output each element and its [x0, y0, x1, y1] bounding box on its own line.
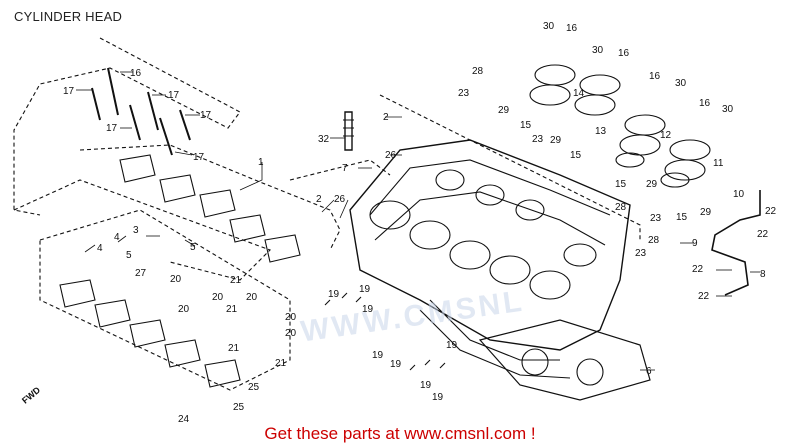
callout-labels: 16 17 17 17 17 17 1 32 7 2 26 2 26 3 4 4… — [63, 21, 777, 425]
callout-label: 20 — [178, 304, 190, 315]
callout-label: 15 — [615, 179, 627, 190]
callout-label: 8 — [760, 269, 766, 280]
callout-label: 19 — [328, 289, 340, 300]
callout-label: 9 — [692, 238, 698, 249]
callout-label: 1 — [258, 157, 264, 168]
callout-label: 5 — [190, 242, 196, 253]
callout-label: 19 — [420, 380, 432, 391]
callout-label: 20 — [170, 274, 182, 285]
callout-label: 30 — [543, 21, 555, 32]
callout-label: 3 — [133, 225, 139, 236]
callout-label: 2 — [383, 112, 389, 123]
callout-label: 15 — [520, 120, 532, 131]
callout-label: 27 — [135, 268, 147, 279]
callout-label: 21 — [275, 358, 287, 369]
callout-label: 16 — [130, 68, 142, 79]
cylinder-head-body — [349, 139, 631, 379]
callout-label: 19 — [390, 359, 402, 370]
callout-label: 23 — [532, 134, 544, 145]
callout-label: 19 — [362, 304, 374, 315]
callout-label: 22 — [698, 291, 710, 302]
callout-label: 11 — [713, 158, 724, 169]
callout-label: 19 — [359, 284, 371, 295]
head-gasket — [478, 319, 651, 401]
callout-label: 20 — [285, 328, 297, 339]
bracket-camholders-outline — [79, 144, 341, 251]
spark-plug — [343, 111, 354, 151]
callout-label: 25 — [233, 402, 245, 413]
cam-holder-bolts — [91, 67, 191, 156]
bracket-lower-outline — [39, 209, 291, 391]
leader-lines — [76, 71, 760, 371]
callout-label: 19 — [432, 392, 444, 403]
callout-label: 29 — [498, 105, 510, 116]
breather-pipe — [711, 190, 761, 296]
intake-insulators — [529, 64, 711, 188]
promo-link[interactable]: Get these parts at www.cmsnl.com ! — [264, 424, 536, 443]
callout-label: 29 — [550, 135, 562, 146]
callout-label: 20 — [246, 292, 258, 303]
callout-label: 23 — [650, 213, 662, 224]
callout-label: 26 — [334, 194, 346, 205]
callout-label: 15 — [570, 150, 582, 161]
callout-label: 12 — [660, 130, 672, 141]
callout-label: 25 — [248, 382, 260, 393]
callout-label: 24 — [178, 414, 190, 425]
callout-label: 32 — [318, 134, 330, 145]
callout-label: 17 — [168, 90, 180, 101]
callout-label: 16 — [618, 48, 630, 59]
callout-label: 16 — [699, 98, 711, 109]
callout-label: 4 — [114, 232, 120, 243]
callout-label: 7 — [342, 163, 348, 174]
bracket-head-outline — [379, 94, 641, 240]
callout-label: 21 — [228, 343, 240, 354]
callout-label: 17 — [63, 86, 75, 97]
callout-label: 15 — [676, 212, 688, 223]
callout-label: 19 — [446, 340, 458, 351]
callout-label: 17 — [200, 110, 212, 121]
callout-label: 22 — [765, 206, 777, 217]
callout-label: 22 — [757, 229, 769, 240]
callout-label: 26 — [385, 150, 397, 161]
callout-label: 14 — [573, 88, 585, 99]
callout-label: 21 — [226, 304, 238, 315]
dowel-pins — [324, 292, 446, 371]
callout-label: 30 — [675, 78, 687, 89]
callout-label: 28 — [615, 202, 627, 213]
callout-label: 16 — [566, 23, 578, 34]
callout-label: 21 — [230, 275, 242, 286]
callout-label: 20 — [285, 312, 297, 323]
callout-label: 17 — [193, 152, 205, 163]
callout-label: 20 — [212, 292, 224, 303]
callout-label: 29 — [646, 179, 658, 190]
callout-label: 10 — [733, 189, 745, 200]
callout-label: 22 — [692, 264, 704, 275]
callout-label: 23 — [458, 88, 470, 99]
callout-label: 30 — [722, 104, 734, 115]
callout-label: 19 — [372, 350, 384, 361]
callout-label: 30 — [592, 45, 604, 56]
callout-label: 17 — [106, 123, 118, 134]
callout-label: 4 — [97, 243, 103, 254]
callout-label: 23 — [635, 248, 647, 259]
callout-label: 2 — [316, 194, 322, 205]
callout-label: 16 — [649, 71, 661, 82]
callout-label: 29 — [700, 207, 712, 218]
callout-label: 6 — [646, 366, 652, 377]
cam-holders — [59, 154, 301, 388]
bracket-rocker-outline — [13, 179, 271, 281]
callout-label: 28 — [472, 66, 484, 77]
page-title: CYLINDER HEAD — [14, 9, 123, 24]
bracket-bolts-outline — [13, 37, 241, 216]
callout-label: 13 — [595, 126, 607, 137]
bracket-head-left-outline — [289, 159, 391, 181]
callout-label: 28 — [648, 235, 660, 246]
callout-label: 5 — [126, 250, 132, 261]
